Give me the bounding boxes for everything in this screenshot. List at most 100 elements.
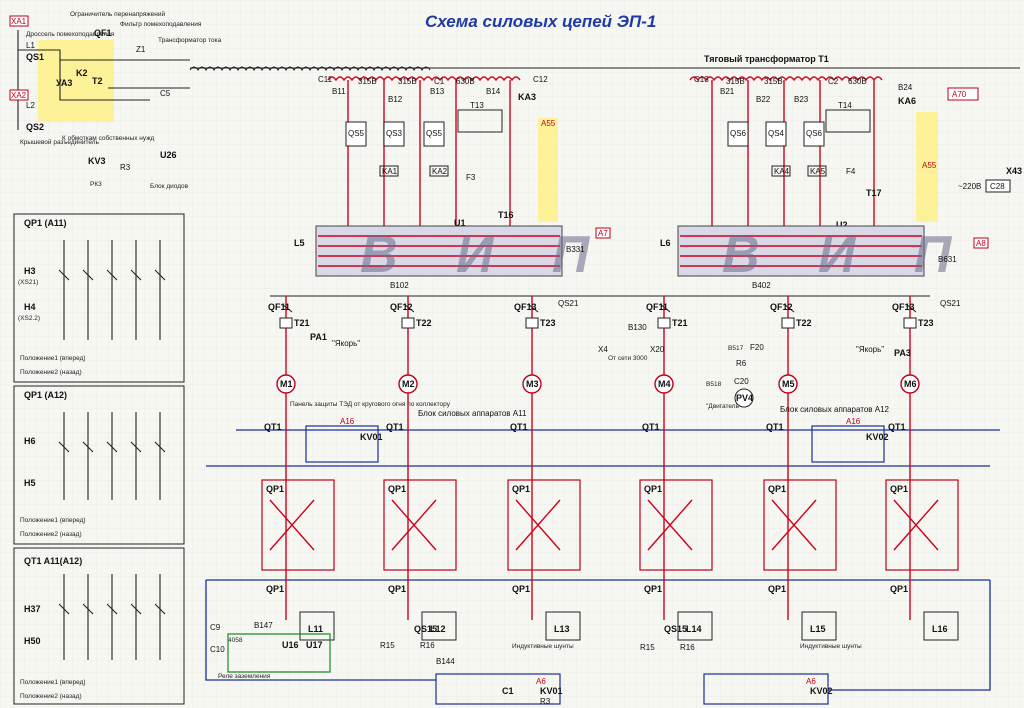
label-qs21-right: QS21 bbox=[940, 299, 961, 308]
label-f3: F3 bbox=[466, 173, 476, 182]
transformer-winding bbox=[189, 66, 431, 71]
label-l5: L5 bbox=[294, 238, 305, 248]
secondary-windings-left bbox=[327, 76, 521, 230]
label-315a: 315В bbox=[358, 77, 377, 86]
motor-label: M1 bbox=[280, 379, 293, 389]
current-sensor-label: T21 bbox=[294, 318, 310, 328]
inductive-shunt bbox=[801, 611, 837, 641]
svg-text:В И П: В И П bbox=[722, 226, 973, 284]
label-b24: B24 bbox=[898, 83, 913, 92]
qp1-label: QP1 bbox=[266, 484, 284, 494]
svg-text:Крышевой разъединитель: Крышевой разъединитель bbox=[20, 138, 100, 146]
label-315d: 315В bbox=[764, 77, 783, 86]
current-sensor-label: T23 bbox=[540, 318, 556, 328]
svg-text:В И П: В И П bbox=[360, 226, 611, 284]
svg-text:A6: A6 bbox=[536, 677, 546, 686]
apparatus-box bbox=[261, 479, 335, 571]
label-t17: T17 bbox=[866, 188, 882, 198]
motor-symbol bbox=[276, 374, 296, 394]
svg-text:Положение1 (вперед): Положение1 (вперед) bbox=[20, 517, 86, 524]
svg-text:A16: A16 bbox=[340, 417, 355, 426]
label-a8: A8 bbox=[976, 239, 986, 248]
label-block-a12: Блок силовых аппаратов A12 bbox=[780, 405, 890, 414]
apparatus-box bbox=[763, 479, 837, 571]
svg-text:K2: K2 bbox=[76, 68, 88, 78]
motor-label: M2 bbox=[402, 379, 415, 389]
svg-text:XA1: XA1 bbox=[11, 17, 27, 26]
label-block-a11: Блок силовых аппаратов A11 bbox=[418, 409, 527, 418]
svg-text:H50: H50 bbox=[24, 636, 41, 646]
svg-text:L1: L1 bbox=[26, 41, 35, 50]
label-ind-shunts-left: Индуктивные шунты bbox=[512, 643, 574, 650]
qp1-label: QP1 bbox=[644, 484, 662, 494]
motor-columns: QF11T21M1QT1QP1QP1L11QF12T22M2QT1QP1QP1L… bbox=[261, 296, 959, 641]
contact-line bbox=[106, 412, 118, 500]
apparatus-box bbox=[885, 479, 959, 571]
label-b12: B12 bbox=[388, 95, 403, 104]
label-f20: F20 bbox=[750, 343, 764, 352]
svg-text:QS5: QS5 bbox=[348, 129, 365, 138]
left-panel-qp1-a11: QP1 (A11) H3 H4 (XS21) (XS2.2) Положение… bbox=[13, 213, 185, 383]
svg-text:KA2: KA2 bbox=[432, 167, 448, 176]
page-title: Схема силовых цепей ЭП-1 bbox=[425, 12, 656, 31]
vip-right: В И П bbox=[677, 225, 973, 284]
label-pa3: PA3 bbox=[894, 348, 911, 358]
label-ka6: KA6 bbox=[898, 96, 916, 106]
label-c28: C28 bbox=[990, 182, 1005, 191]
svg-text:C5: C5 bbox=[160, 89, 171, 98]
transformer-label: Тяговый трансформатор Т1 bbox=[704, 54, 829, 64]
svg-text:A16: A16 bbox=[846, 417, 861, 426]
label-b14: B14 bbox=[486, 87, 501, 96]
highlight-a55-left bbox=[538, 118, 558, 222]
label-630a: 630В bbox=[456, 77, 475, 86]
motor-symbol bbox=[522, 374, 542, 394]
svg-text:Положение1 (вперед): Положение1 (вперед) bbox=[20, 679, 86, 686]
svg-text:РК3: РК3 bbox=[90, 181, 102, 188]
vip-left: В И П bbox=[315, 225, 611, 284]
svg-text:(XS2.2): (XS2.2) bbox=[18, 315, 40, 322]
svg-text:QS6: QS6 bbox=[806, 129, 823, 138]
label-c13: C13 bbox=[694, 75, 709, 84]
apparatus-box bbox=[507, 479, 581, 571]
inductive-shunt bbox=[421, 611, 457, 641]
qt1-label: QT1 bbox=[510, 422, 528, 432]
contact-line bbox=[82, 240, 94, 340]
current-sensor-label: T21 bbox=[672, 318, 688, 328]
svg-text:U26: U26 bbox=[160, 150, 177, 160]
qp1-label: QP1 bbox=[512, 584, 530, 594]
svg-text:Ограничитель перенапряжений: Ограничитель перенапряжений bbox=[70, 10, 166, 18]
label-ka3: KA3 bbox=[518, 92, 536, 102]
label-panel-note: Панель защиты ТЭД от кругового огня по к… bbox=[290, 401, 451, 408]
label-dvig: "Двигатель" bbox=[706, 403, 742, 410]
shunt-label: L14 bbox=[686, 624, 702, 634]
label-c12: C12 bbox=[533, 75, 548, 84]
svg-text:H3: H3 bbox=[24, 266, 36, 276]
svg-text:Блок диодов: Блок диодов bbox=[150, 183, 189, 190]
secondary-windings-right bbox=[689, 76, 883, 230]
svg-text:C9: C9 bbox=[210, 623, 221, 632]
box-a70 bbox=[947, 87, 979, 101]
contact-line bbox=[154, 574, 166, 660]
svg-text:R15: R15 bbox=[640, 643, 655, 652]
svg-text:B147: B147 bbox=[254, 621, 273, 630]
svg-text:KV01: KV01 bbox=[360, 432, 383, 442]
svg-text:QS15: QS15 bbox=[414, 624, 437, 634]
svg-text:KA4: KA4 bbox=[774, 167, 790, 176]
svg-text:Z1: Z1 bbox=[136, 45, 146, 54]
svg-text:Реле заземления: Реле заземления bbox=[218, 673, 271, 680]
qp1-label: QP1 bbox=[644, 584, 662, 594]
label-a55-left: A55 bbox=[541, 119, 556, 128]
motor-label: M5 bbox=[782, 379, 795, 389]
box-c28 bbox=[985, 179, 1011, 193]
svg-text:Положение2 (назад): Положение2 (назад) bbox=[20, 531, 82, 538]
qp1-label: QP1 bbox=[512, 484, 530, 494]
svg-text:XA2: XA2 bbox=[11, 91, 27, 100]
top-left-input: XA1 XA2 QF1 QS1 QS2 L1 L2 K2 T2 Z1 УА3 K… bbox=[9, 10, 222, 190]
contact-line bbox=[130, 240, 142, 340]
svg-text:A6: A6 bbox=[806, 677, 816, 686]
ka-relays: KA1 KA2 KA4 KA5 bbox=[379, 165, 827, 177]
